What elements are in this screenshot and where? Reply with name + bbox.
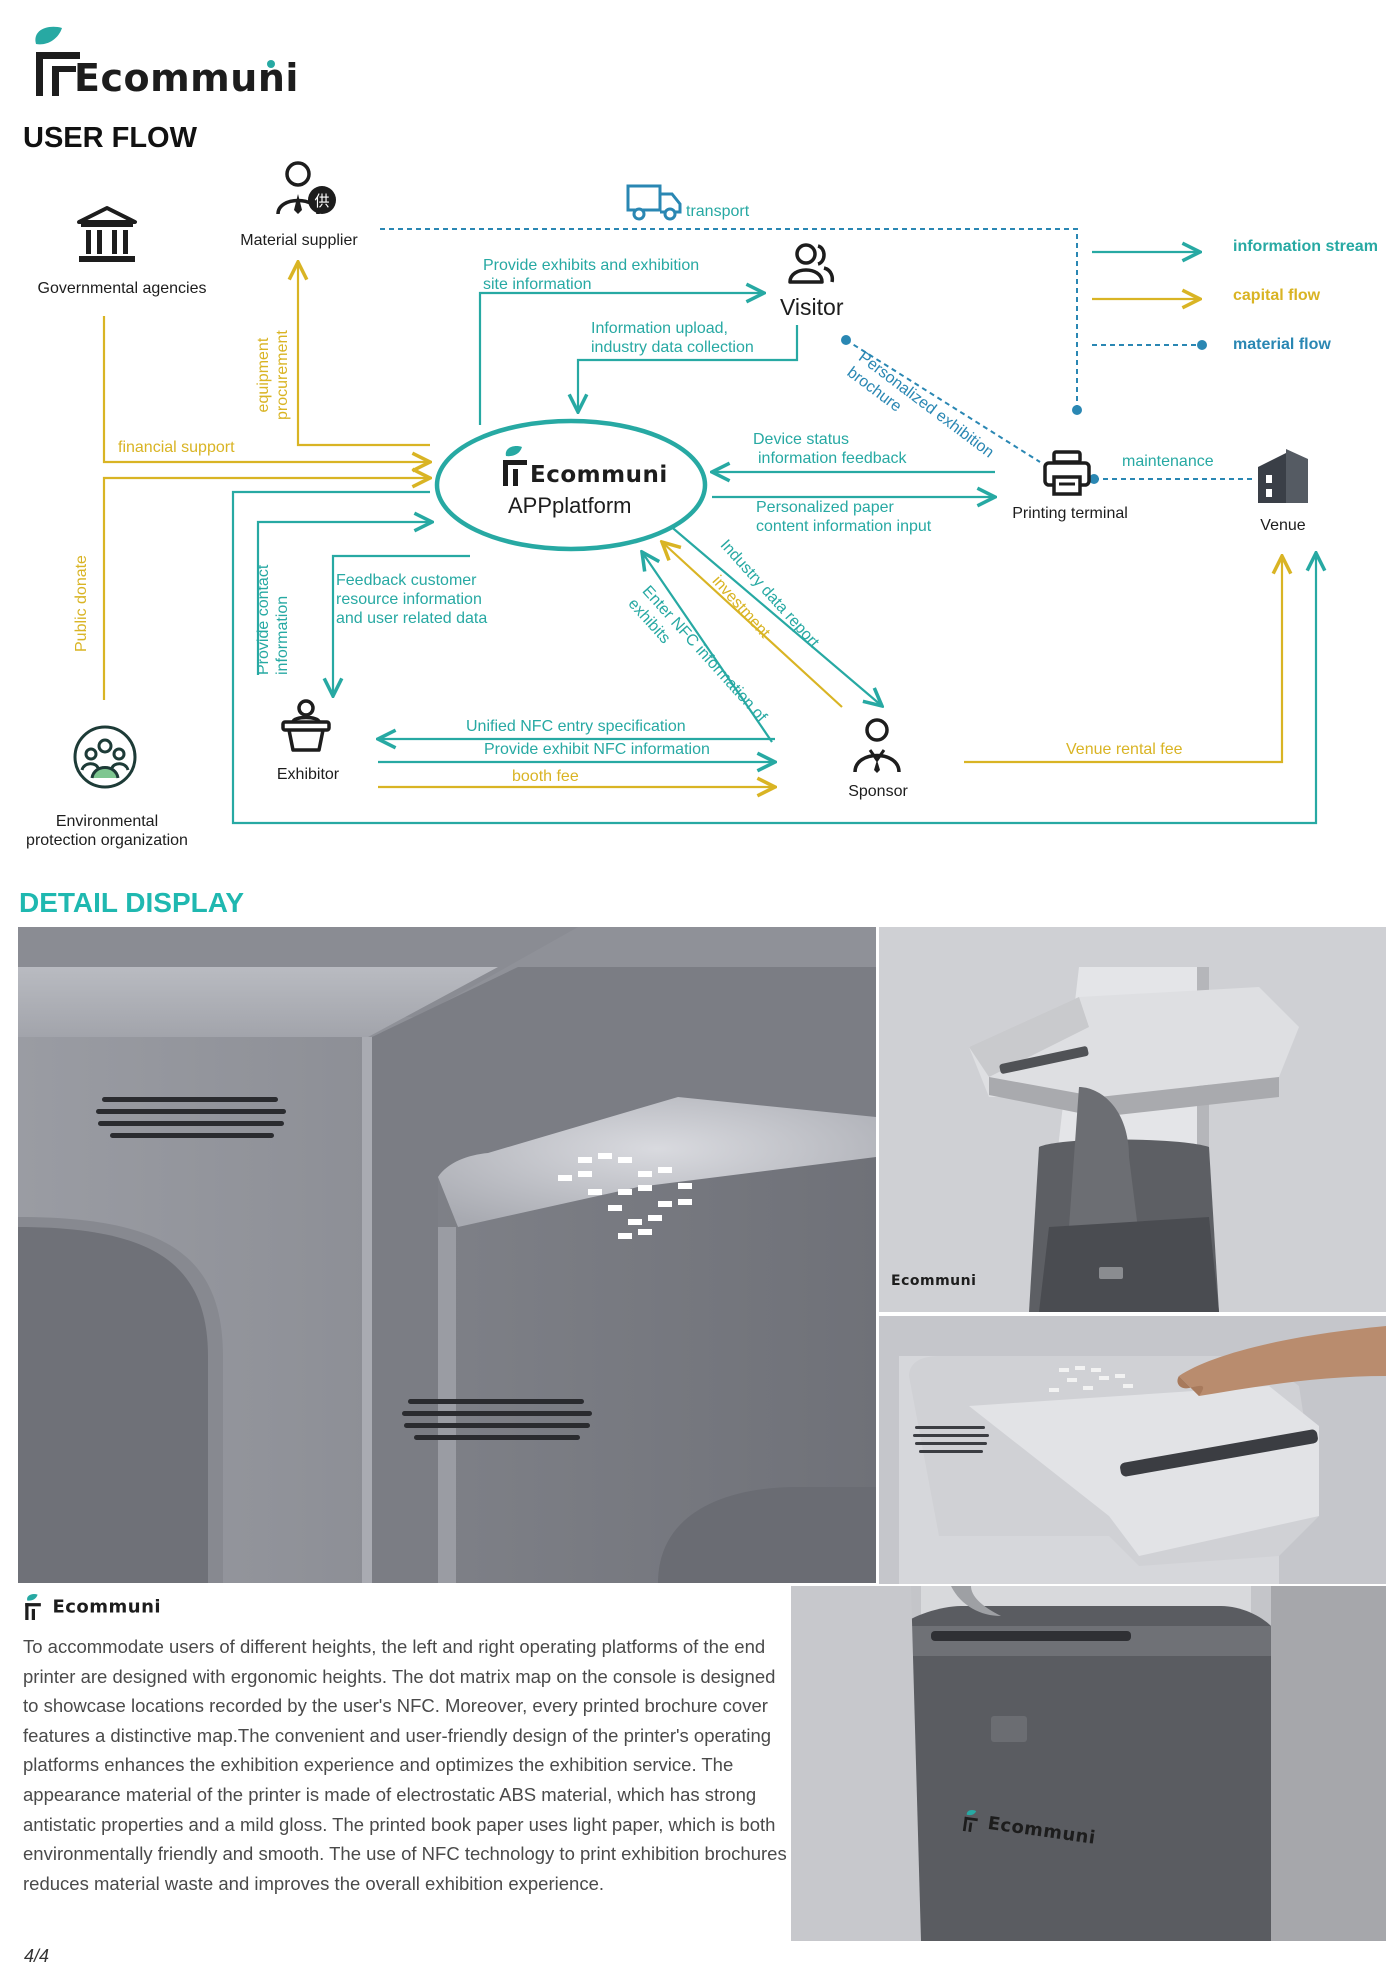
description-logo-text: Ecommuni — [52, 1596, 162, 1618]
sponsor-businessman-icon — [853, 718, 901, 773]
description-text: To accommodate users of different height… — [23, 1636, 787, 1894]
printer-base-render — [791, 1586, 1386, 1941]
console-dot-matrix — [1049, 1366, 1133, 1392]
brand-dot — [267, 60, 275, 68]
edge-transport-label: transport — [686, 203, 750, 220]
platform-ellipse — [434, 418, 708, 552]
svg-text:供: 供 — [314, 192, 329, 210]
edge-venue-rental-label: Venue rental fee — [1066, 741, 1183, 758]
section-title-detail-display: DETAIL DISPLAY — [19, 887, 245, 918]
edge-financial-label: financial support — [118, 439, 235, 456]
platform-node: Ecommuni APPplatform — [478, 440, 678, 540]
material-flow-dots — [841, 335, 1207, 484]
edge-maintenance-label: maintenance — [1122, 453, 1214, 470]
stand-logo: Ecommuni — [891, 1272, 976, 1290]
capital-flow-lines — [102, 262, 1282, 787]
transport-truck-icon — [626, 184, 682, 221]
leaf-mark-icon — [35, 26, 80, 96]
edge-public-donate-label: Public donate — [73, 555, 90, 652]
node-supplier-label: Material supplier — [240, 232, 358, 249]
speaker-grille-right — [402, 1399, 592, 1440]
government-building-icon — [77, 206, 137, 262]
description-leaf-mark-icon — [25, 1594, 41, 1620]
platform-label: APPplatform — [508, 493, 632, 518]
node-exhibitor-label: Exhibitor — [276, 766, 340, 783]
brand-logo-text: Ecommuni — [74, 56, 299, 100]
information-stream-lines — [231, 252, 1316, 825]
detail-photo-printer-base: Ecommuni — [791, 1586, 1386, 1941]
supplier-person-icon: 供 — [276, 161, 336, 215]
node-visitor-label: Visitor — [780, 294, 844, 320]
stand-logo-text: Ecommuni — [891, 1273, 977, 1289]
legend-material-label: material flow — [1233, 336, 1331, 353]
legend-information-label: information stream — [1233, 238, 1378, 255]
edge-booth-fee-label: booth fee — [512, 768, 579, 785]
detail-photo-closeup — [18, 927, 876, 1583]
visitor-users-icon — [788, 243, 835, 284]
edge-upload-label: Information upload,industry data collect… — [591, 320, 754, 356]
detail-photo-printer-stand: Ecommuni — [879, 927, 1386, 1312]
section-title-user-flow: USER FLOW — [23, 122, 197, 154]
speaker-grille-left — [96, 1097, 286, 1138]
dot-matrix-display — [558, 1153, 692, 1239]
node-government-label: Governmental agencies — [37, 280, 207, 297]
legend-capital-label: capital flow — [1233, 287, 1321, 304]
node-printer-label: Printing terminal — [1012, 505, 1128, 522]
detail-photo-hand-console — [879, 1316, 1386, 1584]
user-flow-diagram — [102, 228, 1400, 825]
description-logo: Ecommuni — [22, 1592, 161, 1622]
edge-provide-nfc-label: Provide exhibit NFC information — [484, 741, 710, 758]
material-flow-lines — [380, 228, 1252, 480]
venue-building-icon — [1258, 449, 1308, 503]
edge-unified-nfc-label: Unified NFC entry specification — [466, 718, 686, 735]
environment-group-icon — [73, 725, 137, 789]
exhibitor-podium-icon — [281, 699, 331, 752]
closeup-render — [18, 927, 876, 1583]
hand-console-render — [879, 1316, 1386, 1584]
brand-logo: Ecommuni — [22, 22, 298, 102]
platform-leaf-mark-icon — [503, 446, 527, 486]
node-sponsor-label: Sponsor — [848, 783, 908, 800]
console-speaker-grille — [913, 1426, 989, 1453]
base-leaf-mark-icon — [962, 1810, 978, 1833]
platform-logo-text: Ecommuni — [530, 462, 668, 488]
base-logo: Ecommuni — [960, 1807, 1097, 1852]
printer-icon — [1043, 450, 1091, 496]
page-number: 4/4 — [24, 1946, 50, 1966]
printer-stand-render — [879, 927, 1386, 1312]
node-venue-label: Venue — [1260, 517, 1306, 534]
